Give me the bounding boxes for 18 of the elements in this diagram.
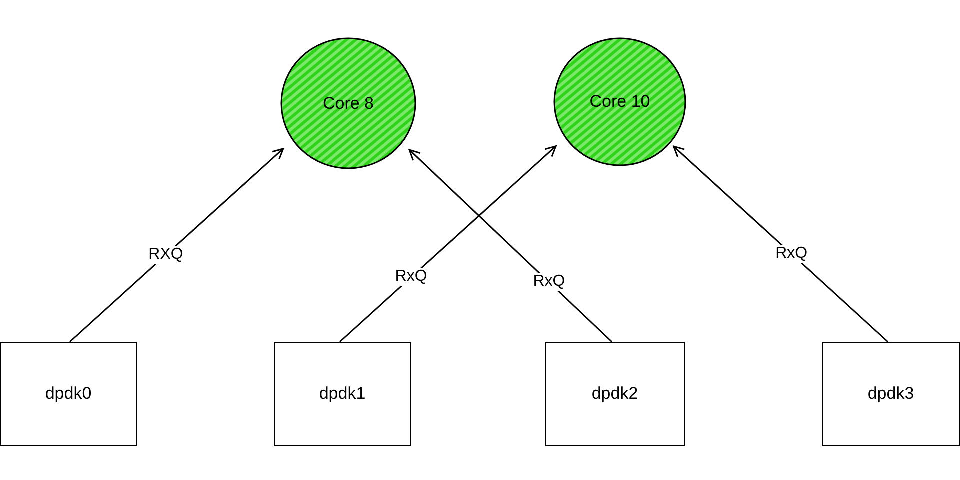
arrow — [673, 146, 888, 343]
interface-box — [0, 342, 137, 446]
edge-label: RXQ — [146, 246, 186, 264]
interface-box — [822, 342, 960, 446]
interface-box — [274, 342, 411, 446]
core-circle — [553, 37, 687, 167]
node-label: Core 10 — [590, 92, 650, 112]
node-label: dpdk0 — [45, 384, 92, 404]
arrow — [340, 146, 557, 343]
node-label: dpdk3 — [868, 384, 914, 404]
node-label: Core 8 — [322, 94, 374, 114]
arrow — [70, 148, 284, 343]
edge-label: RxQ — [774, 245, 810, 264]
arrow — [408, 149, 613, 343]
interface-box — [545, 342, 685, 446]
core-circle — [280, 37, 417, 170]
node-label: dpdk2 — [592, 384, 638, 404]
node-label: dpdk1 — [319, 384, 366, 404]
